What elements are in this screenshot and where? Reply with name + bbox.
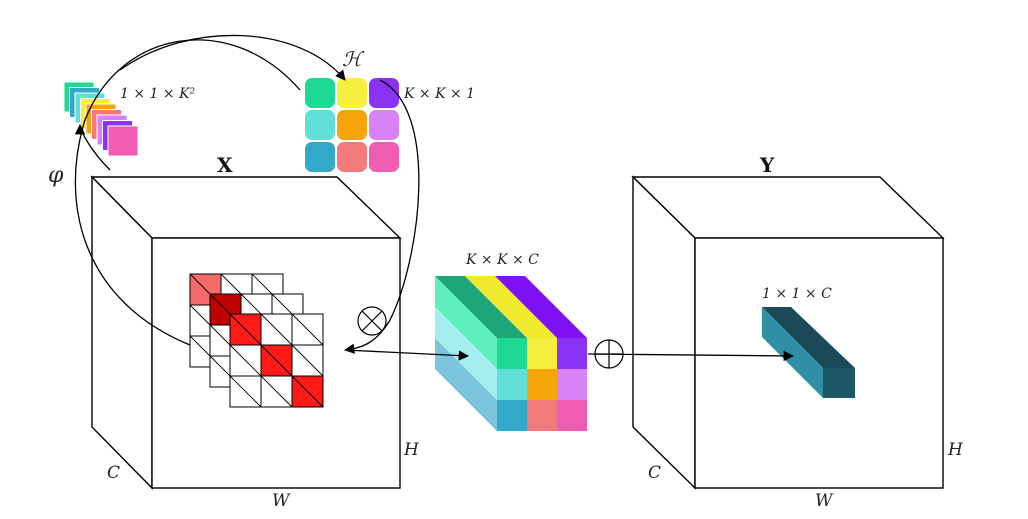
- kkc-front-cell: [497, 400, 527, 431]
- h-to-multiply-arrow: [343, 79, 420, 354]
- stack-kernel-slice: [107, 125, 139, 157]
- block-to-output-arrow: [587, 350, 795, 362]
- window-cell-diagonal: [260, 344, 293, 377]
- window-cell-diagonal: [260, 313, 293, 346]
- kkc-dims-label: K × K × C: [465, 252, 539, 268]
- kkc-kernel-block: [435, 276, 587, 431]
- window-cell-diagonal: [229, 313, 262, 346]
- h-kernel-cell: [369, 142, 399, 172]
- kkc-front-cell: [557, 400, 587, 431]
- stack-dims-label: 1 × 1 × K²: [120, 86, 196, 102]
- h-kernel-grid: [305, 78, 399, 172]
- window-cell-diagonal: [229, 344, 262, 377]
- h-kernel-cell: [305, 142, 335, 172]
- output-dims-label: 1 × 1 × C: [762, 286, 832, 302]
- generation-loop-arrow: [74, 39, 301, 346]
- kkc-top-stripe: [435, 276, 527, 338]
- kkc-top-stripe: [465, 276, 557, 338]
- kkc-front-cell: [527, 400, 557, 431]
- kkc-top-stripe: [495, 276, 587, 338]
- kkc-front-cell: [497, 338, 527, 369]
- kkc-front-cell: [527, 369, 557, 400]
- kkc-side-stripe: [435, 276, 497, 369]
- kkc-front-cell: [527, 338, 557, 369]
- tensor-x-w-label: W: [272, 491, 291, 511]
- multiply-operator: [357, 306, 387, 336]
- tensor-y-c-label: C: [648, 463, 661, 483]
- h-kernel-cell: [305, 78, 335, 108]
- window-cell-diagonal: [291, 344, 324, 377]
- h-dims-label: K × K × 1: [403, 86, 475, 102]
- window-cell-diagonal: [260, 375, 293, 408]
- h-kernel-cell: [369, 110, 399, 140]
- h-kernel-cell: [305, 110, 335, 140]
- tensor-x-h-label: H: [403, 440, 420, 460]
- kkc-front-cell: [557, 369, 587, 400]
- tensor-y-h-label: H: [947, 440, 964, 460]
- window-to-block-arrow: [344, 349, 470, 361]
- h-kernel-cell: [337, 142, 367, 172]
- grid-to-stack-arrow: [74, 123, 111, 171]
- tensor-y-label: Y: [759, 153, 775, 177]
- kkc-side-stripe: [435, 338, 497, 431]
- phi-to-h-arrow: [119, 34, 346, 81]
- h-kernel-cell: [369, 78, 399, 108]
- window-cell-diagonal: [291, 375, 324, 408]
- tensor-y-w-label: W: [815, 491, 834, 511]
- h-kernel-cell: [337, 78, 367, 108]
- tensor-x-label: X: [217, 153, 233, 177]
- tensor-x-c-label: C: [107, 463, 120, 483]
- h-label: ℋ: [342, 47, 365, 71]
- kkc-front-cell: [557, 338, 587, 369]
- h-kernel-cell: [337, 110, 367, 140]
- window-cell-diagonal: [229, 375, 262, 408]
- kkc-front-cell: [497, 369, 527, 400]
- sliding-window-grid: [189, 273, 324, 408]
- phi-label: φ: [48, 163, 64, 188]
- window-cell-diagonal: [291, 313, 324, 346]
- stacked-kernel: [63, 81, 139, 157]
